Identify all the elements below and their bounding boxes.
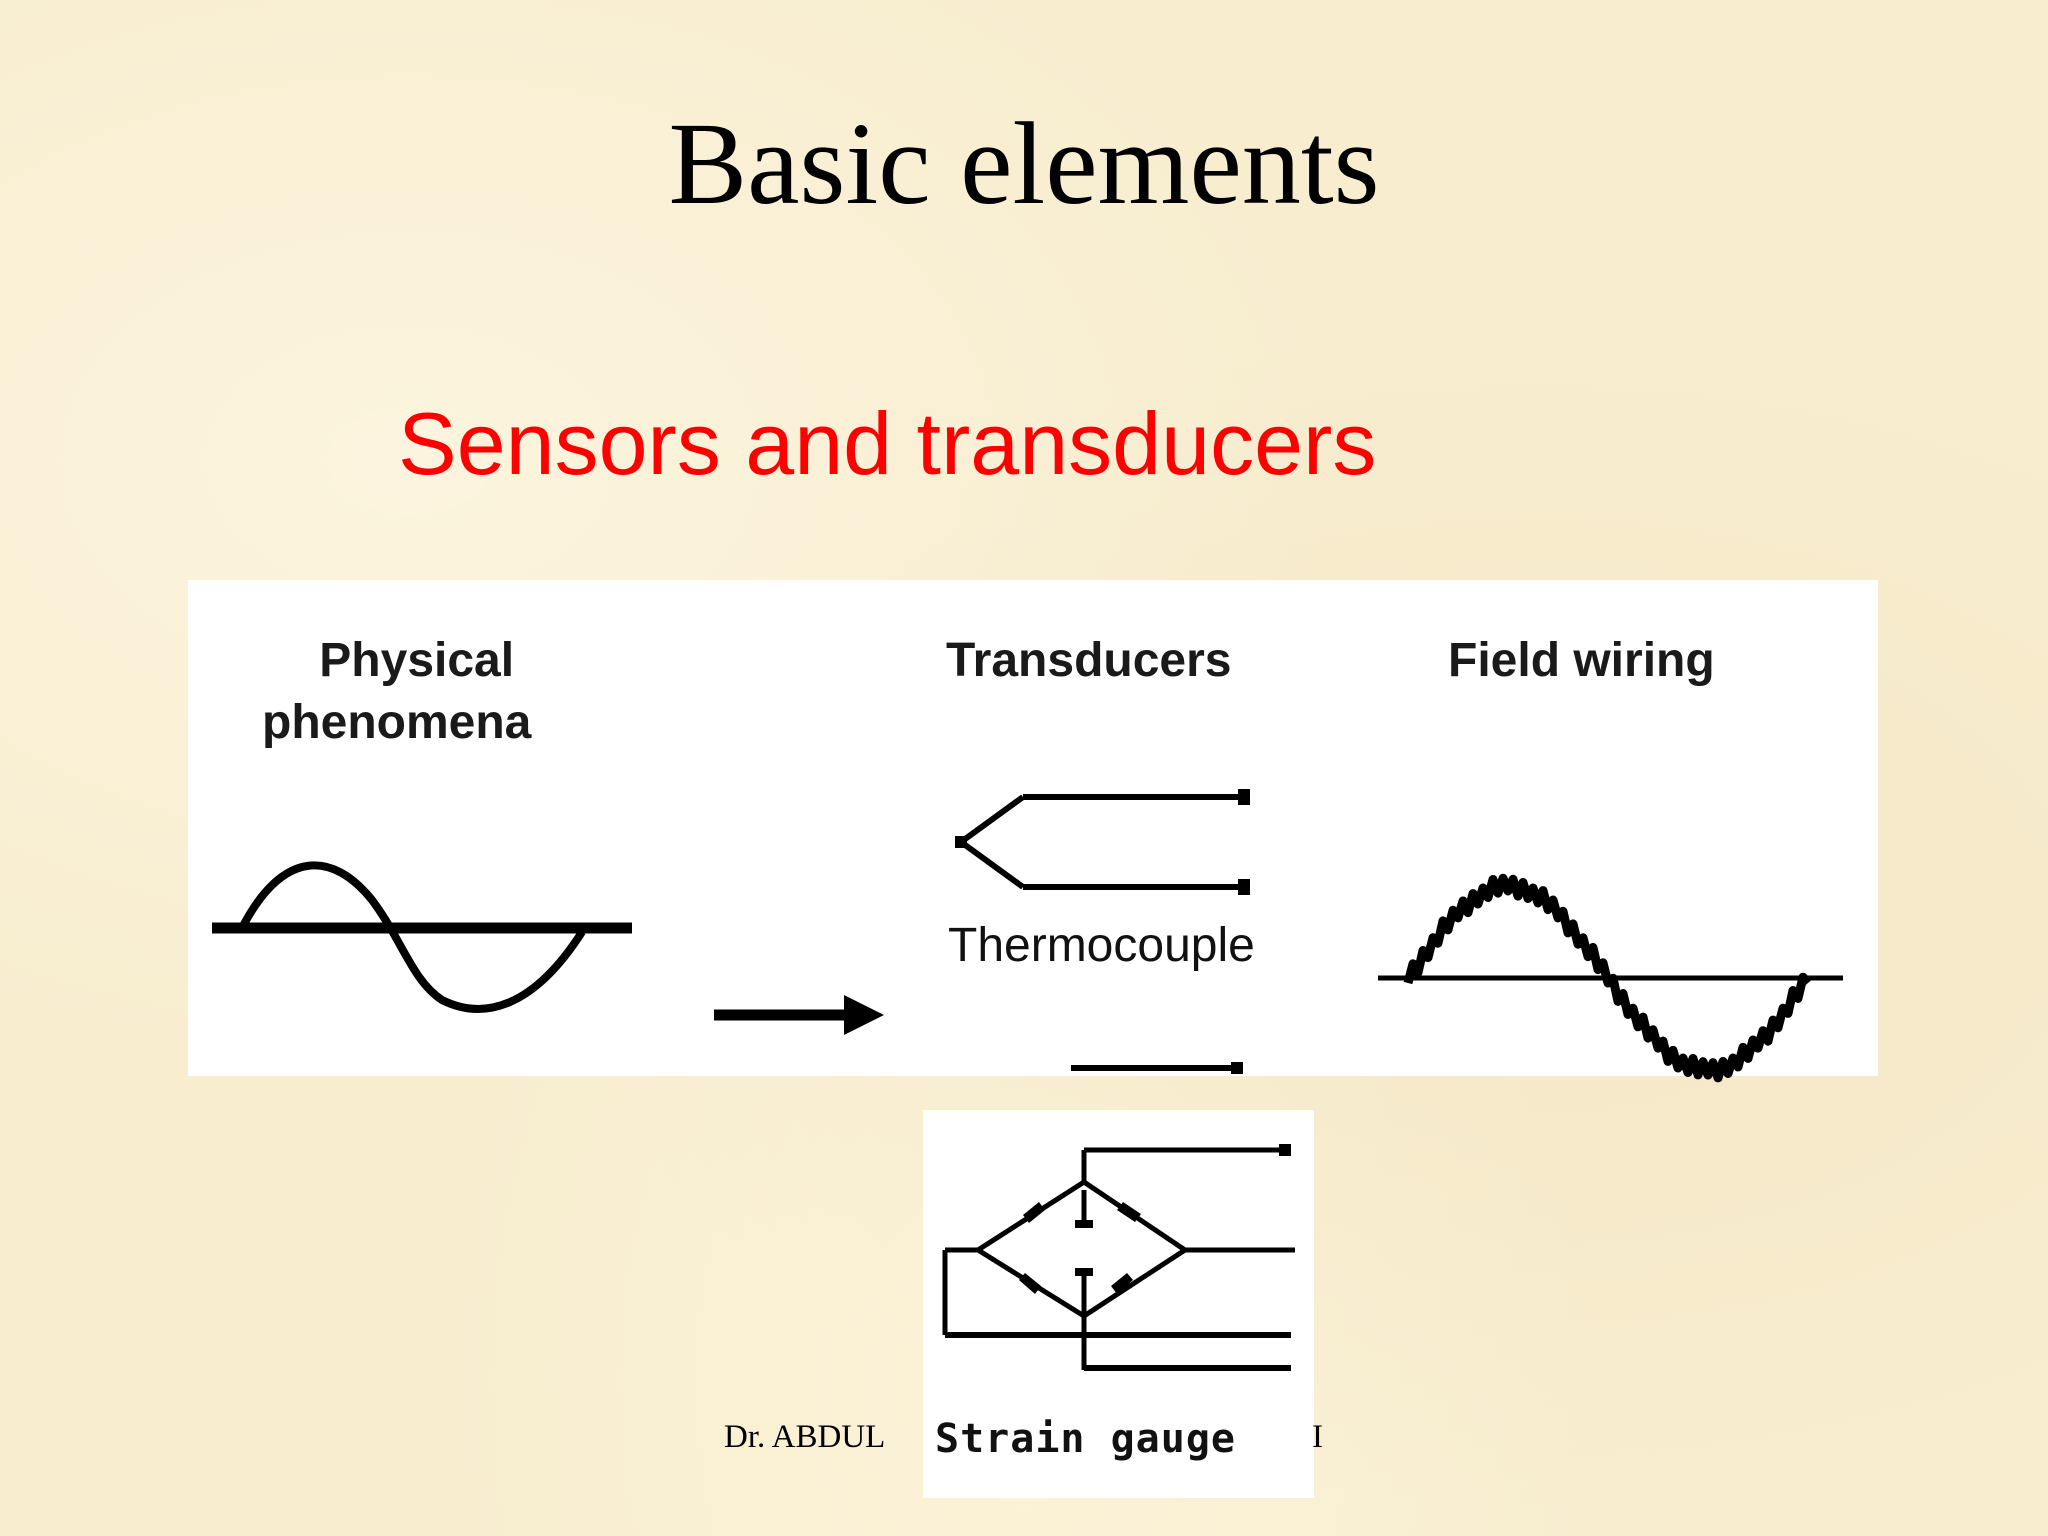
right-arrow-icon: [714, 995, 884, 1035]
strain-gauge-top-wire: [1071, 1062, 1243, 1074]
slide-subtitle: Sensors and transducers: [398, 394, 1377, 493]
footer-author-right: I: [1312, 1419, 1323, 1455]
noisy-wave-path: [1403, 873, 1812, 1083]
thermocouple-label: Thermocouple: [948, 919, 1255, 972]
physical-label-line2: phenomena: [262, 696, 532, 749]
thermocouple-icon: [955, 789, 1250, 895]
noisy-sine-wave: [1378, 873, 1843, 1083]
physical-phenomena-label: Physical phenomena: [262, 630, 531, 754]
diagram-panel: Physical phenomena Transducers Field wir…: [188, 580, 1878, 1083]
transducers-label: Transducers: [946, 634, 1232, 687]
footer-author-left: Dr. ABDUL: [724, 1419, 886, 1455]
strain-gauge-bridge-icon: [942, 1144, 1295, 1371]
strain-gauge-label: Strain gauge: [935, 1416, 1236, 1462]
strain-gauge-panel: Strain gauge: [923, 1110, 1314, 1498]
physical-label-line1: Physical: [319, 634, 515, 687]
physical-sine-wave: [212, 861, 632, 1013]
slide-title: Basic elements: [668, 98, 1380, 229]
field-wiring-label: Field wiring: [1448, 634, 1715, 687]
